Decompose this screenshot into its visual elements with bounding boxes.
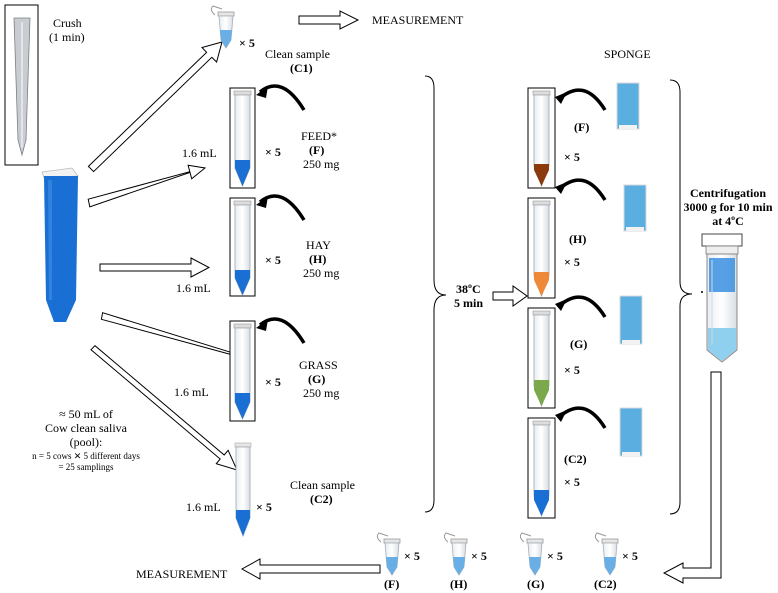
row-c2-code: (C2)	[564, 452, 587, 466]
bottom-feed-times: × 5	[404, 549, 420, 563]
incubation-tube-c2	[527, 417, 556, 519]
crush-label: Crush	[53, 16, 82, 30]
sponge-feed	[555, 82, 640, 130]
hay-mass: 250 mg	[303, 266, 340, 280]
centrifuge-tube	[701, 233, 743, 363]
bottom-feed-code: (F)	[384, 577, 400, 591]
feed-name: FEED*	[301, 129, 337, 143]
dot-marker	[701, 291, 703, 293]
feed-code: (F)	[309, 143, 325, 157]
bottom-hay-times: × 5	[471, 549, 487, 563]
arrow-bottom-measurement	[240, 558, 381, 580]
arrow-to-incubation	[492, 285, 528, 307]
bracket-right	[669, 79, 693, 515]
grass-mass: 250 mg	[303, 386, 340, 400]
centrifugation-line3: at 4ºC	[712, 214, 744, 228]
grass-code: (G)	[308, 372, 326, 386]
row-grass-code: (G)	[570, 337, 588, 351]
hay-volume: 1.6 mL	[176, 281, 211, 295]
feed-tube	[229, 84, 306, 189]
row-c2-times: × 5	[564, 475, 580, 489]
row-hay-code: (H)	[569, 232, 587, 246]
saliva-line3: (pool):	[69, 435, 103, 449]
bracket-left	[424, 75, 447, 513]
bottom-eppendorf-c2	[594, 532, 619, 576]
c2-times: × 5	[256, 500, 272, 514]
grass-volume: 1.6 mL	[174, 385, 209, 399]
sponge-title: SPONGE	[604, 47, 651, 61]
crush-time: (1 min)	[49, 30, 85, 44]
sponge-c2	[555, 406, 643, 457]
centrifugation-line1: Centrifugation	[690, 186, 766, 200]
feed-mass: 250 mg	[303, 157, 340, 171]
bottom-measurement: MEASUREMENT	[136, 567, 228, 581]
c1-times: × 5	[239, 36, 255, 50]
c2-label: Clean sample	[290, 478, 355, 492]
c2-tube	[234, 442, 252, 538]
hay-name: HAY	[306, 238, 331, 252]
hay-tube	[229, 194, 306, 297]
bottom-eppendorf-grass	[519, 532, 544, 576]
arrow-centrifuge-down	[662, 371, 722, 584]
hay-code: (H)	[309, 252, 327, 266]
incubation-tube-grass	[527, 307, 556, 409]
bottom-eppendorf-hay	[443, 532, 468, 576]
saliva-line1: ≈ 50 mL of	[59, 407, 113, 421]
grass-tube	[229, 317, 306, 422]
saliva-line4: n = 5 cows ✕ 5 different days	[32, 451, 140, 461]
arrow-to-c2	[90, 345, 238, 471]
grass-times: × 5	[265, 375, 281, 389]
grass-name: GRASS	[299, 358, 338, 372]
saliva-line2: Cow clean saliva	[45, 421, 127, 435]
branch-arrows	[87, 10, 722, 584]
bottom-grass-times: × 5	[547, 549, 563, 563]
row-grass-times: × 5	[564, 363, 580, 377]
row-feed-times: × 5	[564, 150, 580, 164]
row-hay-times: × 5	[564, 255, 580, 269]
c2-volume: 1.6 mL	[186, 500, 221, 514]
c2-code: (C2)	[310, 492, 333, 506]
bottom-eppendorf-feed	[376, 532, 401, 576]
crush-box	[4, 4, 39, 166]
hay-times: × 5	[265, 253, 281, 267]
row-feed-code: (F)	[574, 120, 590, 134]
bottom-c2-times: × 5	[622, 549, 638, 563]
c1-label: Clean sample	[265, 47, 330, 61]
centrifugation-line2: 3000 g for 10 min	[683, 200, 773, 214]
feed-times: × 5	[265, 145, 281, 159]
feed-volume: 1.6 mL	[182, 146, 217, 160]
incubation-tube-feed	[527, 87, 556, 189]
bottom-grass-code: (G)	[527, 577, 545, 591]
sponge-grass	[555, 295, 643, 345]
c1-code: (C1)	[290, 61, 313, 75]
sponge-hay	[555, 178, 647, 232]
incubation-tube-hay	[527, 197, 556, 299]
bottom-c2-code: (C2)	[594, 577, 617, 591]
arrow-c1-measurement	[298, 10, 360, 30]
incubation-temp: 38ºC	[456, 282, 481, 296]
c1-eppendorf	[210, 5, 235, 49]
arrow-to-c1	[87, 41, 223, 173]
incubation-time: 5 min	[454, 296, 484, 310]
bottom-hay-code: (H)	[450, 577, 468, 591]
arrow-to-feed	[87, 164, 207, 208]
arrow-to-hay	[99, 257, 211, 278]
saliva-tube	[41, 167, 79, 322]
saliva-line5: = 25 samplings	[58, 462, 114, 472]
c1-measurement: MEASUREMENT	[372, 13, 464, 27]
